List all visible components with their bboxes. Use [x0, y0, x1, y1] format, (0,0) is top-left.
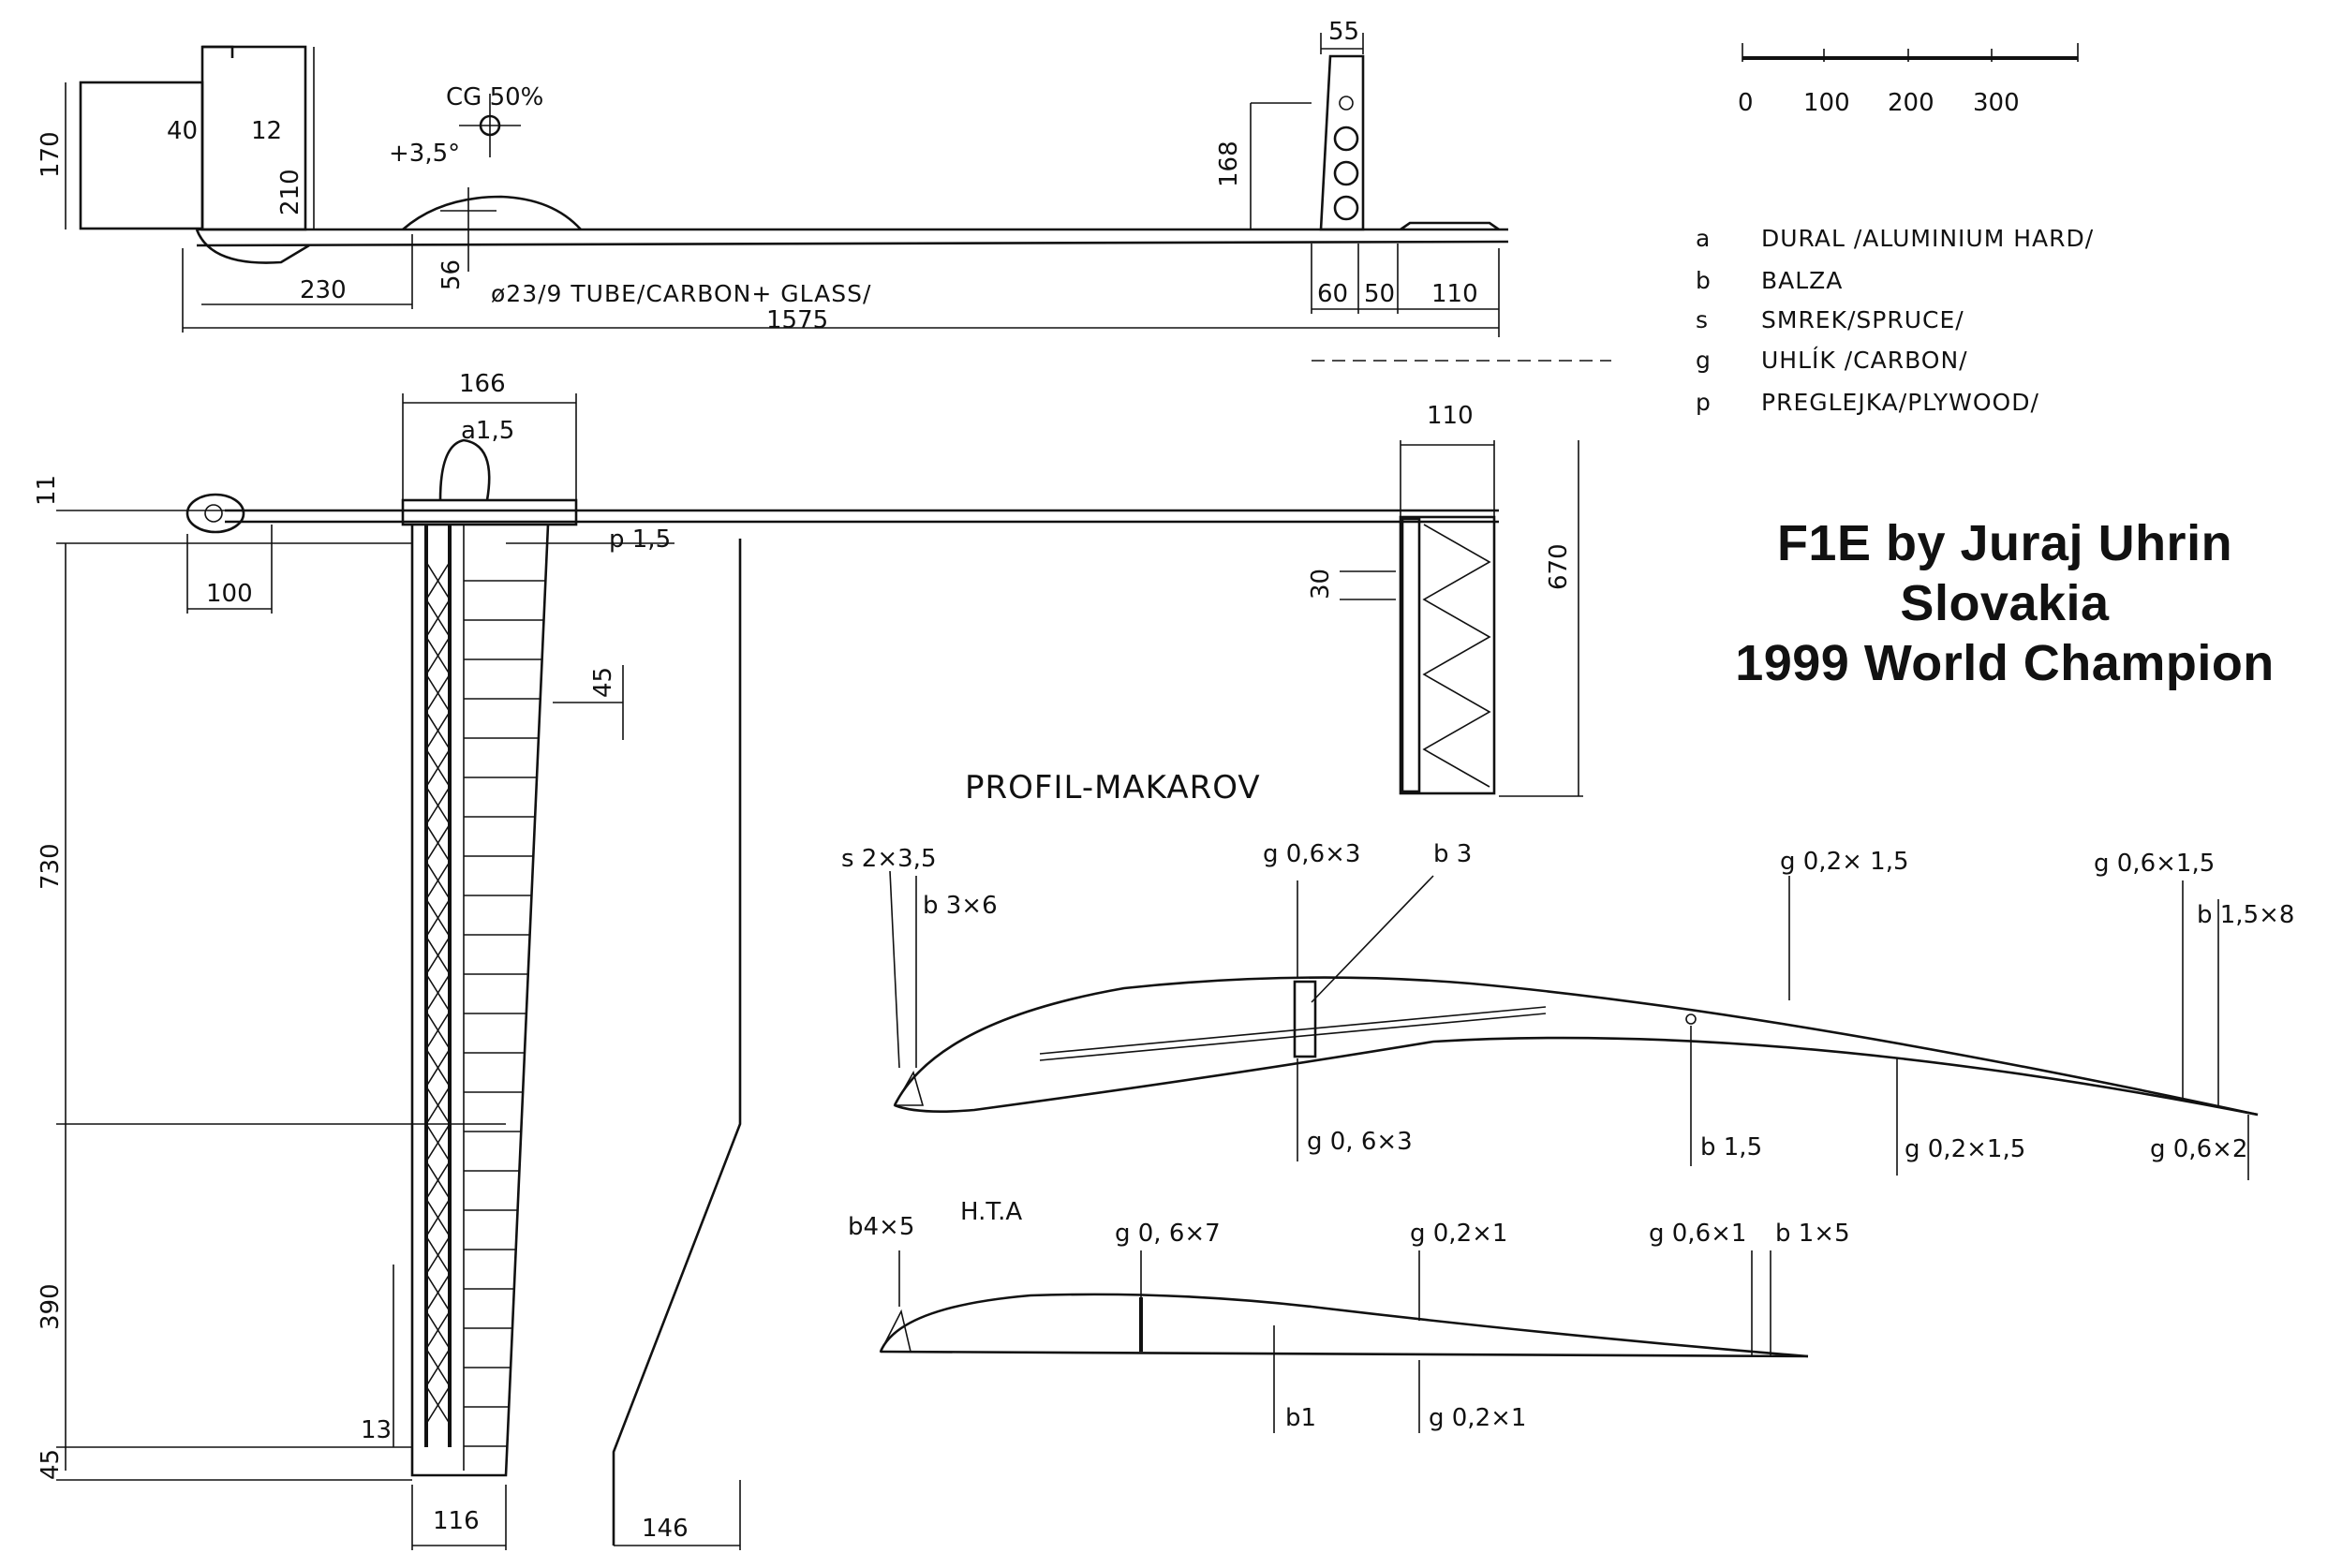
title-line-2: Slovakia — [1900, 575, 2110, 631]
profile-b15-label: b 1,5 — [1700, 1133, 1762, 1161]
top-view: 166 a1,5 11 p 1,5 100 45 730 390 45 13 1… — [33, 370, 1499, 1550]
profile-te-balsa-label: b 1,5×8 — [2197, 901, 2294, 929]
spar-lattice — [425, 561, 451, 1425]
hta-le-balsa-label: b4×5 — [848, 1213, 914, 1241]
hta-b1-label: b1 — [1285, 1404, 1316, 1432]
hta-skin-bottom-label: g 0,2×1 — [1429, 1404, 1526, 1432]
title-line-3: 1999 World Champion — [1735, 635, 2275, 691]
scale-tick-100: 100 — [1803, 89, 1850, 117]
legend-text-s: SMREK/SPRUCE/ — [1761, 306, 1964, 333]
legend-text-a: DURAL /ALUMINIUM HARD/ — [1761, 225, 2094, 252]
dim-50: 50 — [1364, 280, 1395, 308]
dihedral-146: 146 — [642, 1515, 689, 1543]
hta-spar-label: g 0, 6×7 — [1115, 1220, 1221, 1248]
outer-panel-390: 390 — [37, 1283, 65, 1330]
dim-100: 100 — [206, 580, 253, 608]
title-line-1: F1E by Juraj Uhrin — [1776, 515, 2233, 571]
dim-11: 11 — [33, 475, 61, 506]
tip-chord-116: 116 — [433, 1507, 480, 1535]
cg-label: CG 50% — [446, 83, 543, 111]
profile-te-carbon-label: g 0,6×1,5 — [2094, 850, 2215, 878]
material-legend: a DURAL /ALUMINIUM HARD/ b BALZA s SMREK… — [1696, 225, 2094, 416]
profile-spar-top-label: g 0,6×3 — [1263, 840, 1360, 868]
scale-tick-0: 0 — [1738, 89, 1754, 117]
wing-profile-makarov: PROFIL-MAKAROV s 2×3,5 b 3×6 g 0,6×3 b 3… — [841, 769, 2294, 1180]
dim-40: 40 — [167, 117, 198, 145]
scale-bar: 0 100 200 300 — [1738, 43, 2079, 117]
root-chord-166: 166 — [459, 370, 506, 398]
scale-tick-200: 200 — [1888, 89, 1934, 117]
dim-60: 60 — [1317, 280, 1348, 308]
dim-110-side: 110 — [1431, 280, 1478, 308]
tip-45: 45 — [37, 1449, 65, 1480]
stabilizer-profile-hta: H.T.A b4×5 g 0, 6×7 g 0,2×1 g 0,6×1 b 1×… — [848, 1198, 1850, 1433]
legend-key-p: p — [1696, 389, 1712, 416]
hta-te-carbon-label: g 0,6×1 — [1649, 1220, 1746, 1248]
legend-text-g: UHLÍK /CARBON/ — [1761, 347, 1968, 374]
legend-key-g: g — [1696, 347, 1712, 374]
profile-skin-top-label: g 0,2× 1,5 — [1780, 848, 1909, 876]
legend-key-s: s — [1696, 306, 1709, 333]
drawing-title-block: F1E by Juraj Uhrin Slovakia 1999 World C… — [1668, 513, 2342, 693]
dim-13: 13 — [361, 1416, 392, 1444]
dim-56: 56 — [437, 259, 466, 290]
fin-height-168: 168 — [1215, 141, 1243, 187]
hta-skin-top-label: g 0,2×1 — [1410, 1220, 1507, 1248]
hta-te-balsa-label: b 1×5 — [1775, 1220, 1850, 1248]
profile-title: PROFIL-MAKAROV — [965, 769, 1261, 806]
profile-le-spruce-label: s 2×3,5 — [841, 845, 937, 873]
legend-text-b: BALZA — [1761, 267, 1843, 294]
stab-chord-110: 110 — [1427, 402, 1474, 430]
nose-height-170: 170 — [37, 131, 65, 178]
legend-text-p: PREGLEJKA/PLYWOOD/ — [1761, 389, 2039, 416]
dim-12: 12 — [251, 117, 282, 145]
dim-230: 230 — [300, 276, 347, 304]
profile-web-b3-label: b 3 — [1433, 840, 1472, 868]
side-view: CG 50% +3,5° 170 40 12 210 230 56 ø23/9 … — [37, 18, 1611, 362]
legend-key-a: a — [1696, 225, 1711, 252]
hta-title: H.T.A — [960, 1198, 1022, 1226]
scale-tick-300: 300 — [1973, 89, 2020, 117]
profile-le-balsa-label: b 3×6 — [923, 892, 998, 920]
fin-width-55: 55 — [1328, 18, 1359, 46]
wing-ribs — [464, 580, 545, 1447]
overall-length-1575: 1575 — [766, 306, 828, 334]
stabilizer-top-view: 110 670 30 — [1307, 402, 1583, 797]
profile-spar-bottom-label: g 0, 6×3 — [1307, 1128, 1413, 1156]
incidence-angle-label: +3,5° — [389, 140, 460, 168]
legend-key-b: b — [1696, 267, 1712, 294]
profile-skin-bottom-label: g 0,2×1,5 — [1905, 1135, 2025, 1163]
dim-210: 210 — [276, 169, 304, 215]
profile-te-bottom-label: g 0,6×2 — [2150, 1135, 2247, 1163]
rib-plywood-p15-label: p 1,5 — [609, 525, 671, 554]
inner-panel-730: 730 — [37, 843, 65, 890]
mount-a15-label: a1,5 — [461, 417, 514, 445]
tube-spec-label: ø23/9 TUBE/CARBON+ GLASS/ — [491, 280, 871, 307]
dim-30: 30 — [1307, 569, 1335, 599]
dim-45-wing: 45 — [589, 667, 617, 698]
stab-span-670: 670 — [1545, 543, 1573, 590]
